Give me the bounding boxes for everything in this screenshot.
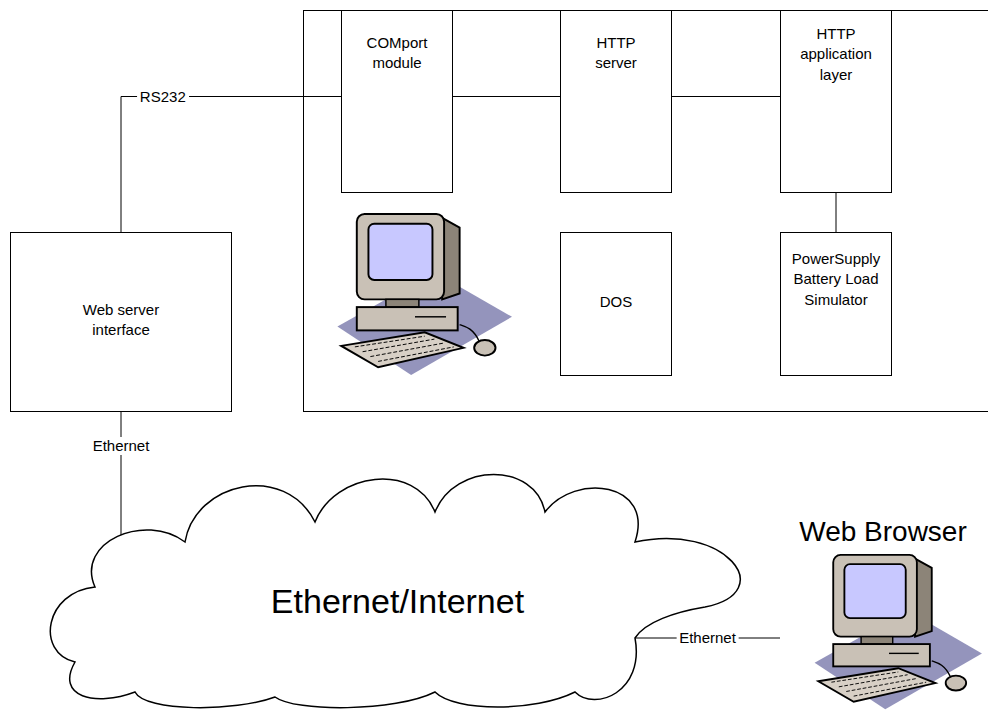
node-text: HTTP application layer [800,24,872,85]
node-text: PowerSupply Battery Load Simulator [792,249,880,310]
connector-label: RS232 [137,88,189,106]
process-box: PowerSupply Battery Load Simulator [780,232,892,376]
connector-line [672,96,780,97]
node-text: Ethernet/Internet [271,579,524,625]
connector-line [836,193,837,232]
connector-label: Ethernet [90,437,153,455]
network-cloud: Ethernet/Internet [35,462,760,711]
node-text: COMport module [367,33,428,74]
connector-line [121,97,341,233]
process-box: DOS [560,232,672,376]
computer-icon [337,214,512,375]
connector-line [121,412,122,535]
system-enclosure: COMport module HTTP server HTTP applicatio… [303,10,988,412]
browser-node: Web Browser [780,505,986,711]
node-text: DOS [600,292,633,312]
process-box: HTTP server [560,10,672,193]
connector-line [453,96,560,97]
node-text: Web server interface [66,300,176,341]
computer-icon [815,555,982,709]
node-text: Web Browser [799,513,967,551]
node-text: HTTP server [595,33,637,74]
process-box: COMport module [341,10,453,193]
connector-label: Ethernet [676,629,739,647]
process-box: HTTP application layer [780,10,892,193]
interface-box: Web server interface [10,232,232,412]
